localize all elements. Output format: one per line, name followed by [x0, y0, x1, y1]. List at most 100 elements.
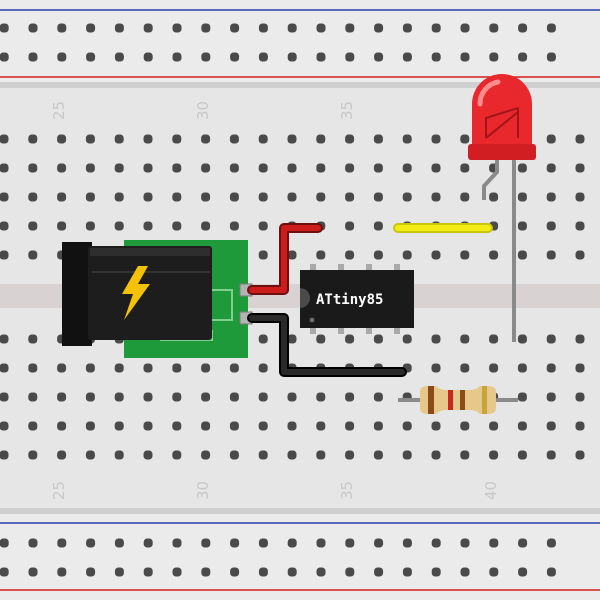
- breadboard-hole: [575, 392, 585, 402]
- chip-pin: [310, 264, 316, 274]
- breadboard-hole: [546, 192, 556, 202]
- breadboard-hole: [431, 163, 441, 173]
- breadboard-hole: [258, 334, 268, 344]
- breadboard-hole: [201, 23, 211, 33]
- chip-body: [300, 270, 414, 328]
- breadboard-hole: [287, 450, 297, 460]
- breadboard-hole: [143, 363, 153, 373]
- breadboard-hole: [85, 134, 95, 144]
- breadboard-hole: [258, 163, 268, 173]
- breadboard-hole: [402, 23, 412, 33]
- breadboard-hole: [258, 221, 268, 231]
- breadboard-hole: [85, 392, 95, 402]
- breadboard-hole: [517, 192, 527, 202]
- breadboard-hole: [28, 221, 38, 231]
- breadboard-hole: [517, 363, 527, 373]
- breadboard-hole: [258, 250, 268, 260]
- breadboard-hole: [431, 363, 441, 373]
- resistor-band: [448, 390, 453, 410]
- breadboard-hole: [114, 221, 124, 231]
- breadboard-hole: [57, 538, 67, 548]
- breadboard-hole: [28, 363, 38, 373]
- chip-pin: [310, 324, 316, 334]
- breadboard-hole: [345, 392, 355, 402]
- breadboard-hole: [316, 450, 326, 460]
- breadboard-hole: [431, 334, 441, 344]
- breadboard-hole: [402, 134, 412, 144]
- breadboard-hole: [460, 134, 470, 144]
- breadboard-hole: [345, 334, 355, 344]
- breadboard-hole: [114, 567, 124, 577]
- breadboard-hole: [517, 250, 527, 260]
- breadboard-hole: [575, 163, 585, 173]
- breadboard-hole: [258, 134, 268, 144]
- breadboard-hole: [28, 421, 38, 431]
- led-anvil: [485, 106, 519, 138]
- breadboard-hole: [546, 221, 556, 231]
- breadboard-hole: [0, 567, 9, 577]
- breadboard-hole: [460, 192, 470, 202]
- breadboard-hole: [57, 192, 67, 202]
- breadboard-hole: [402, 163, 412, 173]
- breadboard-hole: [431, 52, 441, 62]
- breadboard-hole: [402, 334, 412, 344]
- breadboard-hole: [258, 363, 268, 373]
- breadboard-hole: [57, 392, 67, 402]
- breadboard-hole: [373, 250, 383, 260]
- breadboard-hole: [287, 334, 297, 344]
- breadboard-hole: [373, 163, 383, 173]
- breadboard-hole: [489, 421, 499, 431]
- breadboard-hole: [143, 192, 153, 202]
- breadboard-hole: [374, 567, 384, 577]
- breadboard-hole: [230, 23, 240, 33]
- breadboard-hole: [172, 52, 182, 62]
- breadboard-hole: [518, 23, 528, 33]
- breadboard-hole: [230, 567, 240, 577]
- breadboard-hole: [172, 450, 182, 460]
- breadboard-hole: [114, 192, 124, 202]
- breadboard-hole: [316, 421, 326, 431]
- breadboard-hole: [546, 250, 556, 260]
- breadboard-hole: [258, 450, 268, 460]
- breadboard-hole: [460, 567, 470, 577]
- breadboard-hole: [287, 421, 297, 431]
- breadboard-hole: [258, 192, 268, 202]
- breadboard-hole: [489, 567, 499, 577]
- bottom-rail-edge: [0, 508, 600, 514]
- breadboard-hole: [402, 450, 412, 460]
- breadboard-hole: [114, 450, 124, 460]
- chip-pin: [338, 264, 344, 274]
- breadboard-hole: [28, 52, 38, 62]
- breadboard-hole: [546, 567, 556, 577]
- power-jack-module: [62, 240, 253, 358]
- breadboard-hole: [28, 163, 38, 173]
- breadboard-hole: [287, 392, 297, 402]
- breadboard-hole: [258, 392, 268, 402]
- breadboard-hole: [431, 134, 441, 144]
- breadboard-hole: [287, 23, 297, 33]
- top-column-number: 30: [194, 101, 212, 120]
- chip-pin: [366, 264, 372, 274]
- breadboard-hole: [345, 134, 355, 144]
- breadboard-hole: [546, 52, 556, 62]
- breadboard-hole: [287, 52, 297, 62]
- bottom-column-number: 35: [338, 481, 356, 500]
- resistor-band: [428, 386, 434, 414]
- breadboard-hole: [517, 450, 527, 460]
- barrel-jack-body: [88, 246, 212, 340]
- breadboard-hole: [229, 421, 239, 431]
- breadboard-hole: [172, 134, 182, 144]
- breadboard-hole: [28, 450, 38, 460]
- breadboard-hole: [518, 52, 528, 62]
- breadboard-hole: [28, 538, 38, 548]
- breadboard-hole: [143, 567, 153, 577]
- breadboard-hole: [143, 538, 153, 548]
- breadboard-hole: [114, 163, 124, 173]
- breadboard-hole: [316, 134, 326, 144]
- breadboard-hole: [316, 192, 326, 202]
- breadboard-hole: [345, 52, 355, 62]
- breadboard-hole: [85, 450, 95, 460]
- breadboard-hole: [143, 421, 153, 431]
- breadboard-hole: [575, 334, 585, 344]
